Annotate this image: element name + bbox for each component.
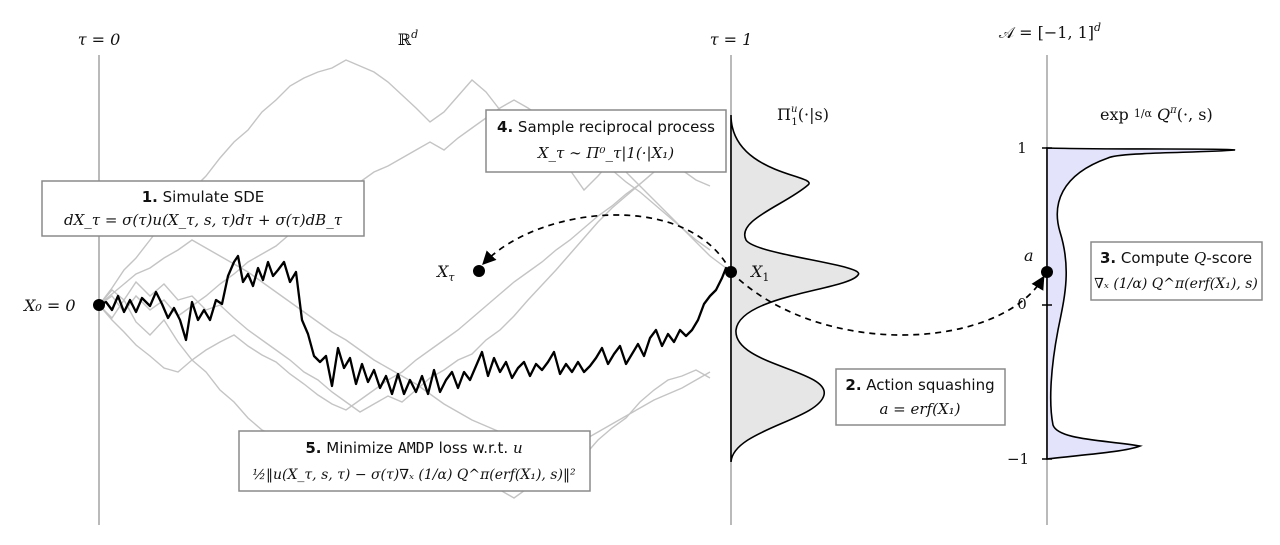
step5-equation: ½‖u(X_τ, s, τ) − σ(τ)∇ₓ (1/α) Q^π(erf(X₁… xyxy=(252,467,576,483)
step2-title: 2. Action squashing xyxy=(845,376,994,394)
step1-frame xyxy=(41,180,365,237)
gray-path-5 xyxy=(98,161,711,411)
x1-subscript: 1 xyxy=(762,271,769,284)
squash-arrow xyxy=(730,271,1045,336)
x0-point xyxy=(93,299,105,311)
pi-symbol: Π xyxy=(777,105,791,124)
x0-label: X₀ = 0 xyxy=(22,296,76,315)
tick-m1-label: −1 xyxy=(1007,450,1029,468)
tau0-label: τ = 0 xyxy=(78,30,121,49)
action-space-label: 𝒜 = [−1, 1]d xyxy=(999,21,1101,42)
pi-argument: (·|s) xyxy=(798,105,829,124)
a-label: a xyxy=(1024,246,1034,265)
step5-title-mono: AMDP xyxy=(398,439,434,457)
step4-frame xyxy=(485,109,727,173)
pi-subscript: 1 xyxy=(791,117,797,128)
step5-title-u: u xyxy=(513,439,523,457)
x1-label: X1 xyxy=(749,262,769,284)
step5-title-b: loss w.r.t. xyxy=(434,439,513,457)
step1-box: 1. Simulate SDE dX_τ = σ(τ)u(X_τ, s, τ)d… xyxy=(41,180,365,237)
step2-frame xyxy=(835,368,1006,426)
step1-title-text: Simulate SDE xyxy=(158,188,264,206)
step2-box: 2. Action squashing a = erf(X₁) xyxy=(835,368,1006,426)
x-tau-label: Xτ xyxy=(435,262,455,284)
x-tau-symbol: X xyxy=(435,262,449,281)
q-density-curve xyxy=(1046,147,1236,460)
step5-box: 5. Minimize AMDP loss w.r.t. u ½‖u(X_τ, … xyxy=(238,430,591,492)
x1-point xyxy=(725,266,737,278)
step3-title-q: Q xyxy=(1194,249,1206,267)
step3-number: 3. xyxy=(1100,249,1116,267)
step3-title-a: Compute xyxy=(1116,249,1194,267)
action-density-curve xyxy=(730,114,860,463)
q-exp: exp xyxy=(1100,105,1134,124)
step3-title-b: -score xyxy=(1206,249,1252,267)
x1-symbol: X xyxy=(749,262,763,281)
step5-number: 5. xyxy=(305,439,321,457)
pi-superscript: u xyxy=(791,104,797,115)
tick-1-label: 1 xyxy=(1017,139,1027,157)
gray-path-3 xyxy=(98,127,711,413)
step4-number: 4. xyxy=(497,118,513,136)
q-fraction: 1/α xyxy=(1134,107,1153,120)
step1-equation: dX_τ = σ(τ)u(X_τ, s, τ)dτ + σ(τ)dB_τ xyxy=(64,211,343,229)
step2-number: 2. xyxy=(845,376,861,394)
step4-title-text: Sample reciprocal process xyxy=(513,118,715,136)
step2-equation: a = erf(X₁) xyxy=(879,400,960,418)
step3-frame xyxy=(1090,241,1263,301)
tick-0-label: 0 xyxy=(1017,295,1027,313)
step3-title: 3. Compute Q-score xyxy=(1100,249,1252,267)
step1-number: 1. xyxy=(142,188,158,206)
step4-title: 4. Sample reciprocal process xyxy=(497,118,715,136)
action-space-text: 𝒜 = [−1, 1] xyxy=(999,23,1094,42)
reciprocal-arrow xyxy=(482,214,732,273)
rd-label: ℝd xyxy=(398,28,418,49)
rd-superscript: d xyxy=(411,28,418,41)
step5-frame xyxy=(238,430,591,492)
step5-title: 5. Minimize AMDP loss w.r.t. u xyxy=(305,439,522,457)
step1-title: 1. Simulate SDE xyxy=(142,188,265,206)
gray-path-6 xyxy=(98,239,711,453)
step3-equation: ∇ₓ (1/α) Q^π(erf(X₁), s) xyxy=(1094,276,1258,292)
step3-box: 3. Compute Q-score ∇ₓ (1/α) Q^π(erf(X₁),… xyxy=(1090,241,1263,301)
action-space-superscript: d xyxy=(1094,21,1101,34)
step2-title-text: Action squashing xyxy=(862,376,995,394)
x-tau-point xyxy=(473,265,485,277)
x-tau-subscript: τ xyxy=(448,271,455,284)
main-sample-path xyxy=(98,254,732,396)
q-argument: (·, s) xyxy=(1177,105,1213,124)
q-superscript: π xyxy=(1169,105,1177,116)
q-label: exp 1/α Qπ(·, s) xyxy=(1100,105,1213,124)
a-point xyxy=(1041,266,1053,278)
step5-title-a: Minimize xyxy=(321,439,397,457)
step4-box: 4. Sample reciprocal process X_τ ∼ Π⁰_τ|… xyxy=(485,109,727,173)
tau1-label: τ = 1 xyxy=(710,30,753,49)
action-ticks xyxy=(1042,147,1052,460)
q-symbol: Q xyxy=(1152,105,1170,124)
rd-symbol: ℝ xyxy=(398,30,412,49)
step4-equation: X_τ ∼ Π⁰_τ|1(·|X₁) xyxy=(537,144,674,162)
pi-label: Πu 1(·|s) xyxy=(777,104,829,128)
